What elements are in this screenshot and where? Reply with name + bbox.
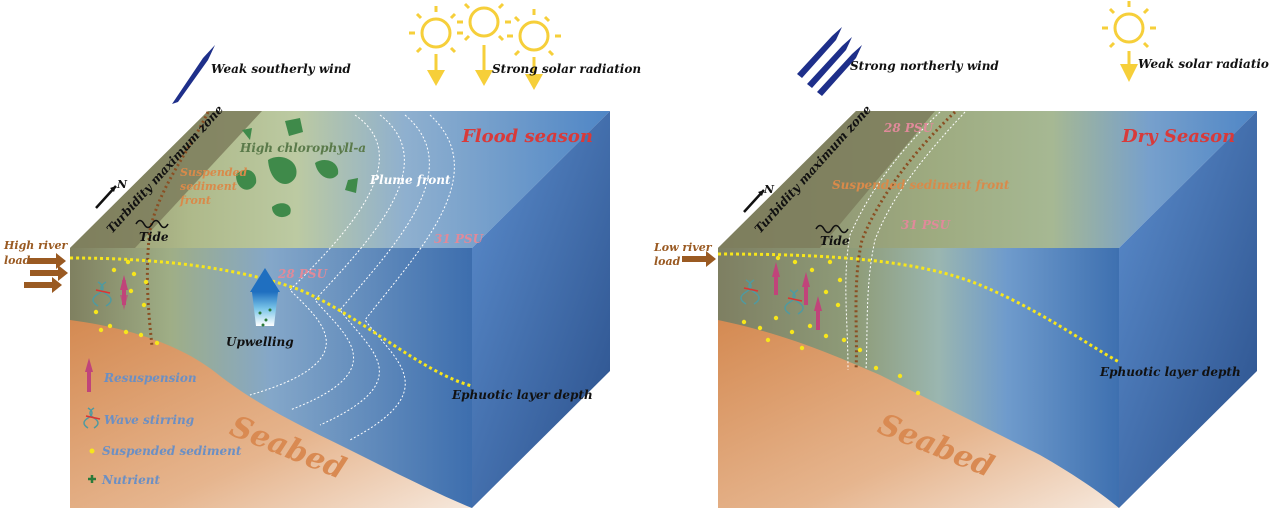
flood-seabed — [70, 320, 472, 508]
weak-sun-icon — [1102, 1, 1156, 66]
dry-wind-label: Strong northerly wind — [850, 59, 999, 73]
upwelling-arrow-icon — [250, 268, 280, 327]
dry-side-face — [1119, 111, 1257, 508]
dry-solar-label: Weak solar radiation — [1138, 57, 1269, 71]
chlorophyll-blobs — [236, 118, 358, 218]
dry-28psu-label: 28 PSU — [883, 121, 935, 135]
flood-season-title: Flood season — [461, 126, 593, 147]
legend-resuspension-label: Resuspension — [103, 371, 197, 385]
dry-seabed — [718, 320, 1119, 508]
legend-suspended-sediment-label: Suspended sediment — [102, 444, 242, 458]
legend-nutrient-label: Nutrient — [101, 473, 160, 487]
dry-salinity-front-lines — [845, 111, 966, 371]
dry-tide-wave-icon — [815, 224, 849, 234]
strong-sun-arrowheads-icon — [427, 70, 543, 90]
flood-resuspension-icon — [120, 275, 128, 310]
flood-chlorophyll-label: High chlorophyll-a — [239, 141, 366, 155]
legend-nutrient-icon — [88, 475, 96, 483]
flood-tide-label: Tide — [139, 230, 169, 244]
flood-river-load-label-1: High river — [3, 239, 68, 252]
dry-river-load-label-2: load — [654, 255, 681, 268]
weak-sun-arrowhead-icon — [1120, 64, 1138, 82]
flood-plume-front-lines — [249, 114, 455, 441]
dry-season-block — [682, 1, 1257, 508]
flood-suspended-front-label-3: front — [179, 194, 211, 207]
dry-season-title: Dry Season — [1121, 126, 1235, 147]
dry-sediment-dots — [741, 255, 921, 396]
flood-sediment-dots — [93, 259, 160, 346]
dry-river-load-label-1: Low river — [653, 241, 713, 254]
flood-north-arrow-icon — [95, 185, 117, 209]
dry-north-arrow-icon — [743, 189, 765, 213]
flood-turbid-band — [70, 111, 262, 248]
flood-river-load-arrows-icon — [24, 253, 68, 293]
legend-sediment-dot-icon — [89, 448, 95, 454]
dry-suspended-front-label: Suspended sediment front — [832, 178, 1010, 192]
dry-tide-label: Tide — [820, 234, 850, 248]
flood-euphotic-line — [69, 256, 473, 388]
weak-wind-arrow-icon — [172, 45, 215, 104]
flood-side-face — [472, 111, 610, 508]
flood-sediment-front-line — [145, 111, 210, 347]
dry-euphotic-label: Ephuotic layer depth — [1099, 365, 1241, 379]
dry-north-label: N — [763, 183, 775, 196]
flood-solar-label: Strong solar radiation — [492, 62, 641, 76]
flood-season-block — [24, 2, 610, 508]
flood-suspended-front-label-1: Suspended — [180, 166, 248, 179]
flood-euphotic-label: Ephuotic layer depth — [451, 388, 593, 402]
dry-resuspension-icons — [772, 262, 822, 330]
dry-euphotic-line — [717, 252, 1120, 364]
flood-wave-stirring-icon — [92, 281, 112, 307]
legend-wave-stirring-label: Wave stirring — [104, 413, 194, 427]
dry-river-load-arrow-icon — [682, 251, 716, 267]
flood-suspended-front-label-2: sediment — [180, 180, 237, 193]
legend-wave-stirring-icon — [83, 407, 101, 429]
flood-wind-label: Weak southerly wind — [211, 62, 351, 76]
flood-north-label: N — [116, 178, 128, 191]
dry-31psu-label: 31 PSU — [901, 218, 952, 232]
flood-tide-wave-icon — [135, 219, 169, 229]
dry-wave-stirring-icons — [740, 279, 804, 315]
flood-28psu-label: 28 PSU — [277, 267, 329, 281]
strong-wind-arrows-icon — [797, 27, 862, 96]
flood-upwelling-label: Upwelling — [226, 335, 294, 349]
legend-resuspension-icon — [85, 358, 93, 392]
flood-31psu-label: 31 PSU — [434, 232, 485, 246]
dry-turbid-band — [718, 111, 935, 248]
flood-plume-front-label: Plume front — [369, 173, 451, 187]
flood-river-load-label-2: load — [4, 254, 31, 267]
strong-sun-icons — [409, 2, 561, 76]
